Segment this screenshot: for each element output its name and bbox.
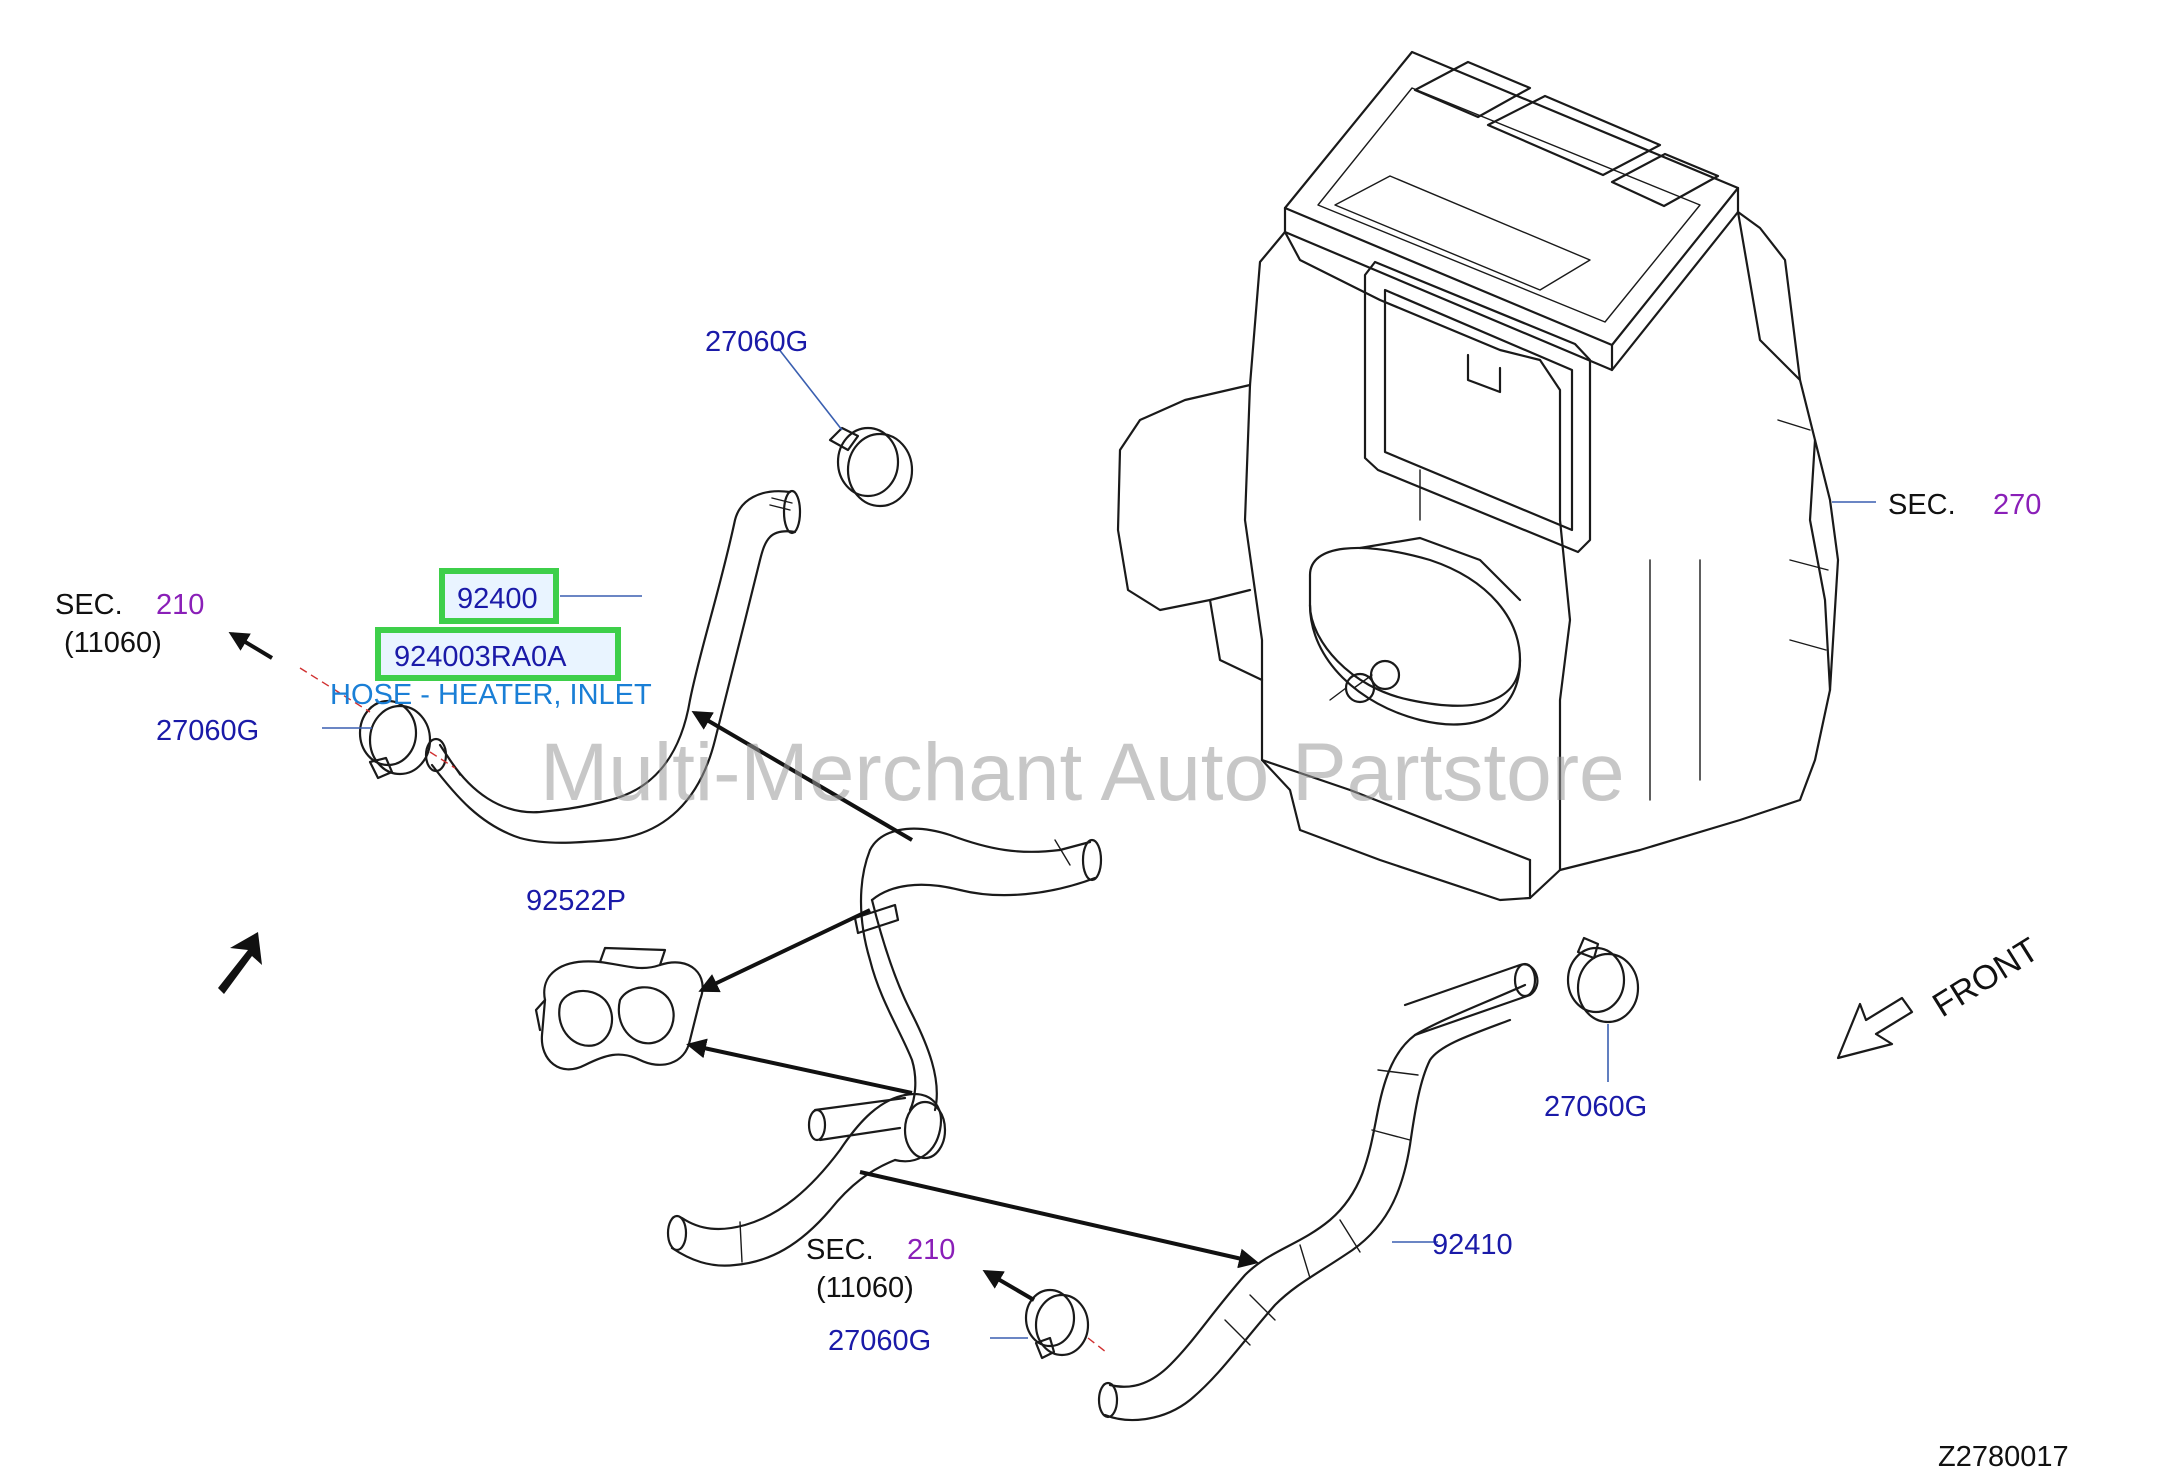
label-clamp-right[interactable]: 27060G (1544, 1091, 1647, 1123)
diagram-code: Z2780017 (1938, 1441, 2069, 1473)
label-sec-heater-num[interactable]: 270 (1993, 489, 2041, 521)
leader-lines (299, 347, 1876, 1353)
label-sec-bottom: SEC. (806, 1234, 874, 1266)
label-clamp-top[interactable]: 27060G (705, 326, 808, 358)
clamp-bottom-drawing (1024, 1288, 1090, 1360)
clamp-right-drawing (1566, 936, 1640, 1024)
label-sec-heater: SEC. (1888, 489, 1956, 521)
hose-heater-outlet-drawing (1097, 983, 1527, 1422)
label-clamp-bottom[interactable]: 27060G (828, 1325, 931, 1357)
highlight-box-92400 (439, 568, 559, 624)
front-arrow-icon (1836, 996, 1914, 1060)
heater-unit-drawing (1116, 50, 1840, 1037)
grommet-drawing (534, 946, 704, 1071)
label-sec-left-sub: (11060) (64, 627, 162, 659)
callout-arrows (228, 631, 1259, 1302)
label-hose-outlet-number[interactable]: 92410 (1432, 1229, 1513, 1261)
hose-heater-inlet-drawing (424, 489, 802, 844)
clamp-top-drawing (828, 426, 914, 508)
label-sec-bottom-sub: (11060) (816, 1272, 914, 1304)
label-hose-inlet-part[interactable]: 924003RA0A (394, 641, 567, 673)
label-sec-left: SEC. (55, 589, 123, 621)
label-clamp-left[interactable]: 27060G (156, 715, 259, 747)
highlight-box-924003RA0A (375, 627, 621, 681)
label-grommet[interactable]: 92522P (526, 885, 626, 917)
hose-assembly-center-drawing (666, 827, 1103, 1267)
watermark: Multi-Merchant Auto Partstore (540, 727, 1625, 818)
label-hose-inlet-desc: HOSE - HEATER, INLET (330, 679, 652, 711)
label-front: FRONT (1926, 931, 2045, 1025)
label-sec-left-num[interactable]: 210 (156, 589, 204, 621)
label-hose-inlet-number[interactable]: 92400 (457, 583, 538, 615)
label-sec-bottom-num[interactable]: 210 (907, 1234, 955, 1266)
clamp-left-drawing (358, 699, 432, 780)
orientation-arrow-icon (218, 932, 262, 994)
